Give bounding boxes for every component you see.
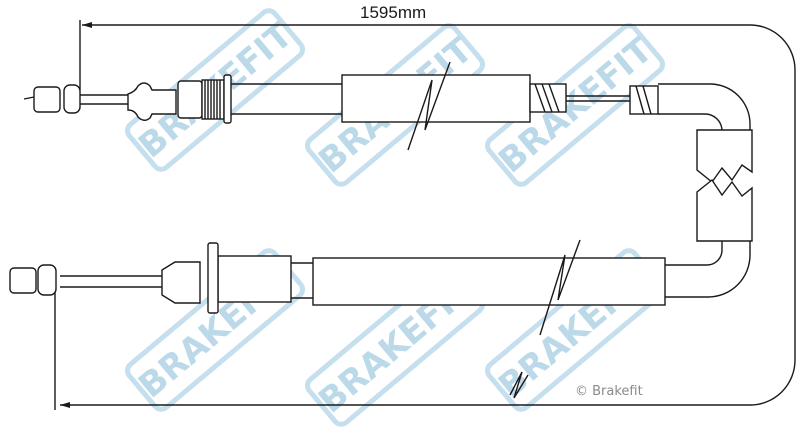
lower-cable: [9, 239, 751, 336]
dimension-line: 1595mm: [54, 3, 796, 410]
dimension-label: 1595mm: [360, 3, 426, 22]
cable-sleeve: [312, 257, 666, 306]
copyright-label: © Brakefit: [575, 384, 643, 399]
watermarks: BRAKEFIT BRAKEFIT BRAKEFIT BRAKEFIT BRAK…: [124, 8, 666, 427]
end-fitting: [9, 267, 37, 294]
end-fitting: [33, 86, 61, 113]
connector-block: [696, 129, 753, 242]
upper-cable: [23, 61, 751, 151]
break-mark: [509, 371, 529, 399]
